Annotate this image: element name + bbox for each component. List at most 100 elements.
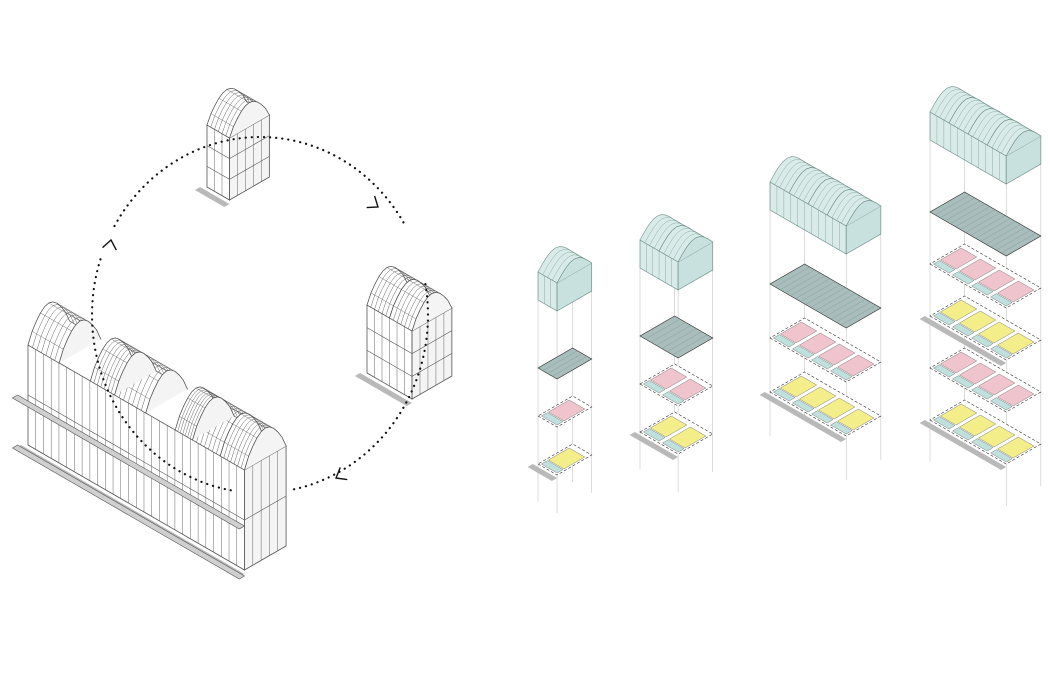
room-fill (818, 397, 856, 420)
cycle-group (11, 87, 453, 580)
roof-rib (944, 94, 980, 121)
base-shadow (194, 187, 230, 207)
roof-rib (953, 100, 989, 126)
roof-purlin (240, 413, 266, 429)
roof-purlin (48, 302, 81, 322)
floor-plate (929, 347, 1042, 413)
circulation-fill (971, 334, 994, 348)
roof-rib (939, 91, 975, 118)
roof-gable (58, 319, 102, 364)
room-fill (978, 321, 1016, 344)
plate-joist (645, 318, 681, 340)
floor-plate (639, 363, 714, 407)
base-shadow (919, 420, 1007, 470)
roof-purlin (224, 442, 249, 457)
circulation-fill (792, 345, 815, 359)
base-shadow (629, 432, 679, 460)
room-fill (939, 351, 978, 374)
exploded-stack-3 (759, 156, 882, 480)
roof-rib (774, 159, 810, 185)
plate-joist (835, 301, 871, 323)
plate-joist (542, 350, 578, 371)
roof-rib (779, 161, 815, 188)
roof-rib (542, 249, 578, 275)
roof-purlin (32, 331, 64, 350)
roof-rib (831, 192, 867, 218)
plate-joist (980, 221, 1016, 242)
plate-joist (950, 203, 986, 224)
floor-line (206, 145, 230, 159)
roof-rib (836, 194, 872, 221)
plate-joist (815, 290, 851, 311)
circulation-fill (773, 388, 796, 402)
plate-joist (975, 218, 1011, 239)
roof-purlin (40, 312, 72, 332)
room-fill (837, 354, 875, 377)
plate-joist (965, 212, 1001, 233)
room-fill (997, 332, 1035, 355)
room-fill (978, 425, 1016, 448)
roof-rib (673, 233, 709, 260)
circulation-fill (643, 428, 666, 442)
exploded-stack-2 (629, 214, 714, 492)
roof-purlin (221, 398, 250, 415)
roof-rib (812, 181, 848, 207)
roof-rib (841, 197, 877, 224)
floor-plate (929, 295, 1042, 361)
roof-gable (411, 291, 453, 332)
roof-rib (784, 164, 820, 191)
room-fill (939, 403, 978, 426)
slab-edge (11, 444, 246, 580)
cycle-dotted-arc (90, 253, 232, 492)
roof-purlin (204, 388, 222, 399)
circulation-fill (952, 427, 975, 441)
plate-joist (800, 281, 836, 302)
arrowhead-stroke (366, 195, 379, 209)
plate-joist (955, 206, 991, 227)
circulation-fill (990, 449, 1013, 463)
arrowhead-stroke (102, 238, 117, 251)
roof-rib (654, 222, 690, 249)
circulation-fill (541, 412, 564, 426)
plate-joist (795, 278, 831, 299)
plate-joist (945, 200, 980, 221)
circulation-fill (952, 271, 975, 285)
plate-joist (934, 194, 970, 216)
room-fill (799, 332, 837, 355)
room-fill (779, 321, 818, 344)
roof-rib (644, 217, 680, 243)
roof-rib (547, 251, 583, 278)
room-fill (799, 386, 837, 409)
plate-joist (552, 356, 588, 377)
floor-plate (769, 317, 882, 383)
plate-joist (1001, 232, 1036, 254)
room-fill (997, 384, 1035, 407)
floor-plate (769, 263, 882, 329)
room-fill (959, 258, 997, 281)
roof-rib (798, 172, 834, 199)
roof-purlin (394, 267, 418, 281)
roof-rib (793, 170, 829, 196)
roof-gable (114, 351, 157, 396)
room-fill (997, 280, 1035, 303)
circulation-fill (830, 421, 853, 435)
roof-rib (934, 89, 970, 115)
floor-line (411, 353, 453, 377)
plate-joist (790, 275, 826, 296)
roof-rib (649, 219, 685, 246)
roof-rib (1001, 127, 1037, 154)
circulation-fill (971, 438, 994, 452)
plate-joist (970, 215, 1006, 236)
plate-joist (661, 328, 697, 349)
circulation-fill (952, 323, 975, 337)
roof-purlin (56, 303, 89, 322)
room-fill (547, 399, 586, 422)
roof-purlin (417, 280, 441, 294)
base-shadow (919, 316, 1007, 366)
roof-rib (663, 228, 699, 254)
room-fill (837, 408, 875, 431)
roof-rib (822, 186, 858, 213)
cycle-arrowhead (102, 238, 117, 251)
